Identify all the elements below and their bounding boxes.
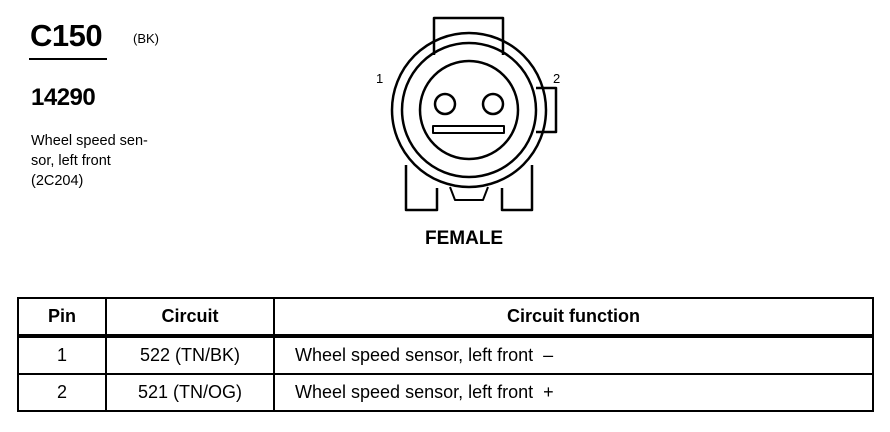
connector-top-tab (432, 16, 505, 55)
pin-label-2: 2 (553, 71, 561, 86)
cell-circuit-function: Wheel speed sensor, left front + (273, 373, 874, 412)
header-pin: Pin (17, 297, 107, 338)
cell-circuit: 521 (TN/OG) (105, 373, 275, 412)
cell-pin: 2 (17, 373, 107, 412)
table-row: 1 522 (TN/BK) Wheel speed sensor, left f… (17, 335, 874, 375)
color-code: (BK) (133, 31, 159, 46)
header-circuit-function: Circuit function (273, 297, 874, 338)
pin-label-1: 1 (376, 71, 384, 86)
connector-outer-body (390, 31, 548, 189)
cell-pin: 1 (17, 335, 107, 375)
connector-leg-right (500, 165, 534, 212)
gender-label: FEMALE (425, 228, 504, 249)
table-row: 2 521 (TN/OG) Wheel speed sensor, left f… (17, 373, 874, 412)
cell-circuit-function: Wheel speed sensor, left front – (273, 335, 874, 375)
connector-leg-left (404, 165, 439, 212)
connector-side-latch (536, 86, 558, 134)
connector-id: C150 (30, 18, 103, 53)
connector-face (418, 59, 520, 161)
pin-2-terminal (481, 92, 505, 116)
title-underline (29, 58, 107, 60)
connector-inner-ring (400, 41, 538, 179)
table-header-row: Pin Circuit Circuit function (17, 297, 874, 338)
part-number: 14290 (31, 84, 96, 111)
cell-circuit: 522 (TN/BK) (105, 335, 275, 375)
pin-1-terminal (433, 92, 457, 116)
connector-bottom-notch (449, 186, 489, 201)
connector-key-slot (432, 125, 505, 134)
connector-description: Wheel speed sen- sor, left front (2C204) (31, 133, 148, 189)
pin-table: Pin Circuit Circuit function 1 522 (TN/B… (17, 297, 874, 412)
connector-face-drawing (390, 16, 558, 212)
header-circuit: Circuit (105, 297, 275, 338)
